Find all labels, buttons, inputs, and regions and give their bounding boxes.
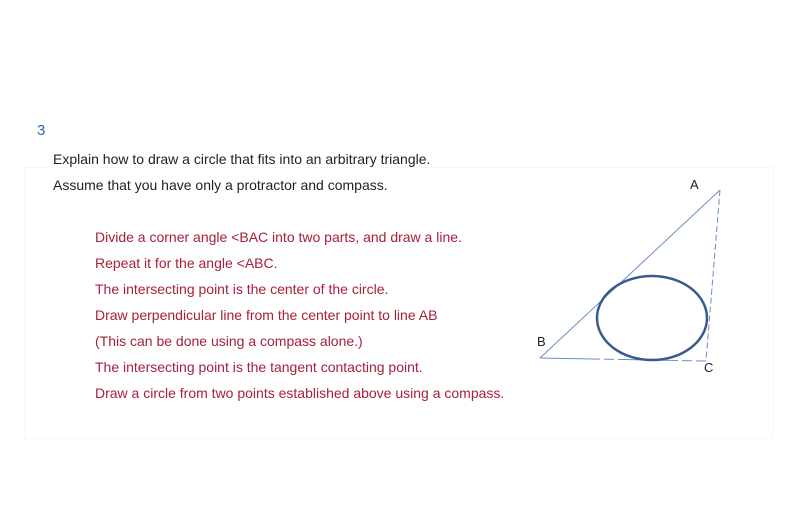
content-frame — [24, 167, 774, 439]
inscribed-circle — [595, 274, 709, 362]
vertex-label-c: C — [704, 360, 713, 375]
question-line-2: Assume that you have only a protractor a… — [53, 177, 388, 193]
question-number: 3 — [37, 122, 46, 139]
triangle-side-ab — [539, 189, 721, 359]
question-line-1: Explain how to draw a circle that fits i… — [53, 151, 431, 167]
answer-line-4: Draw perpendicular line from the center … — [95, 307, 438, 323]
answer-line-5: (This can be done using a compass alone.… — [95, 333, 363, 349]
triangle-side-bc — [539, 357, 707, 362]
vertex-label-b: B — [537, 334, 546, 349]
answer-line-2: Repeat it for the angle <ABC. — [95, 255, 278, 271]
answer-line-7: Draw a circle from two points establishe… — [95, 385, 505, 401]
triangle-side-ac — [705, 189, 721, 362]
answer-line-3: The intersecting point is the center of … — [95, 281, 389, 297]
answer-line-1: Divide a corner angle <BAC into two part… — [95, 229, 462, 245]
triangle-incircle-diagram: A B C — [537, 177, 721, 375]
answer-line-6: The intersecting point is the tangent co… — [95, 359, 423, 375]
vertex-label-a: A — [690, 177, 699, 192]
